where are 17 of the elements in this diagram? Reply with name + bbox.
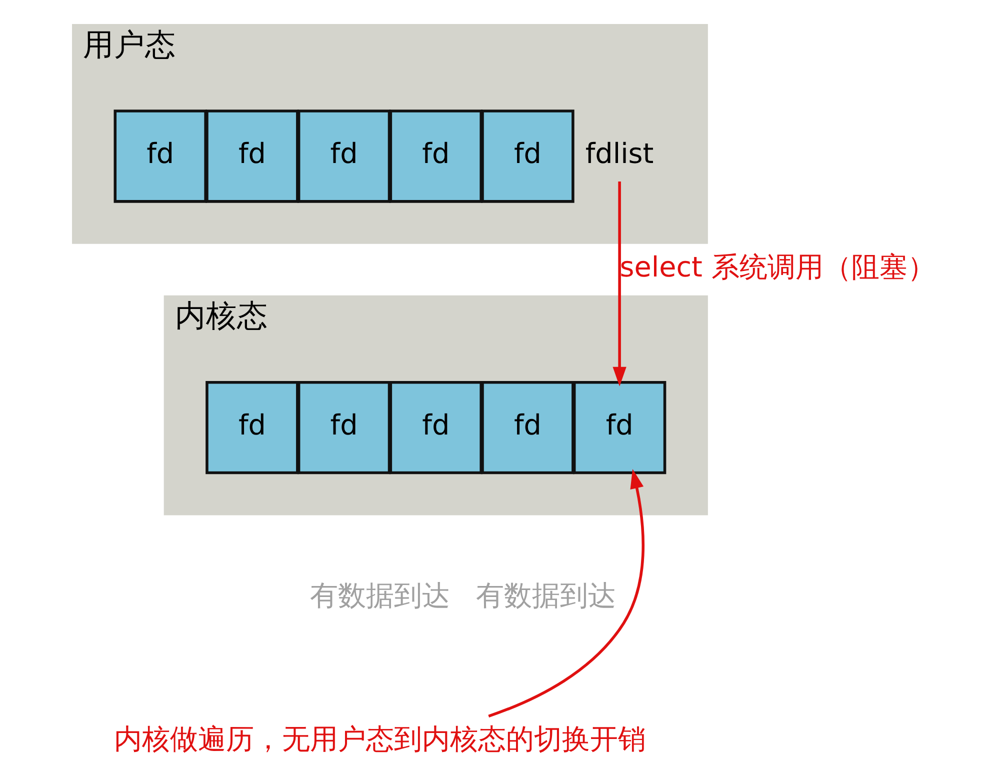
node-box: fd bbox=[205, 110, 298, 203]
label: 有数据到达 bbox=[310, 578, 450, 612]
arrow bbox=[612, 181, 626, 386]
arrow bbox=[488, 468, 644, 718]
node-text: 内核做遍历，无用户态到内核态的切换开销 bbox=[114, 722, 646, 756]
node-text: fdlist bbox=[584, 137, 654, 170]
label: 有数据到达 bbox=[475, 578, 616, 612]
node-box: fd bbox=[480, 380, 574, 474]
node-box: fd bbox=[113, 110, 206, 203]
node-box: fd bbox=[480, 110, 574, 203]
node-box: fd bbox=[296, 380, 390, 474]
node-box: fd bbox=[296, 110, 390, 203]
node-box: fd bbox=[388, 110, 482, 203]
edge-label: select 系统调用（阻塞） bbox=[619, 250, 935, 284]
node-box: fd bbox=[388, 380, 482, 474]
node-box: fd bbox=[572, 380, 666, 474]
node-box: fd bbox=[205, 380, 298, 474]
